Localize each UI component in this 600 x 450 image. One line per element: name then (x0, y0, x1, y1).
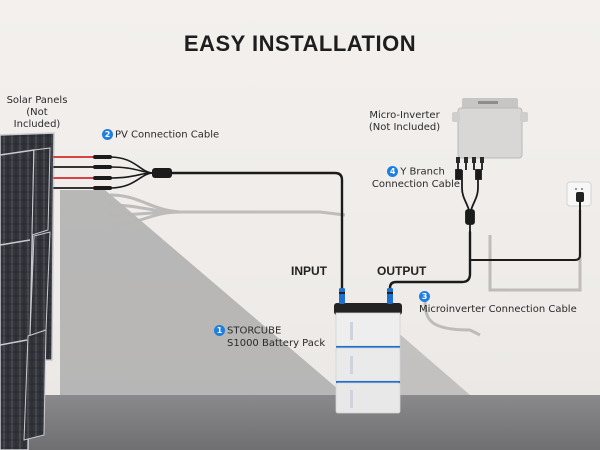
solar-panels-label-line1: Solar Panels (6, 95, 68, 106)
wall-shadow (60, 190, 345, 395)
solar-panels-label: Solar Panels (Not Included) (2, 95, 72, 131)
microinverter-connection-cable (388, 230, 472, 302)
microinverter-cable-label-text: Microinverter Connection Cable (419, 303, 577, 315)
step-badge-1: 1 (214, 325, 225, 336)
micro-inverter-label: Micro-Inverter (Not Included) (362, 110, 447, 134)
battery-label-line1: STORCUBE (227, 325, 282, 337)
floor (0, 395, 600, 450)
step-badge-4: 4 (387, 166, 399, 177)
wall-outlet (470, 181, 592, 261)
step-badge-3: 3 (419, 291, 430, 302)
micro-inverter-label-line1: Micro-Inverter (369, 110, 440, 121)
battery-label-line2: S1000 Battery Pack (227, 337, 326, 349)
solar-panels (0, 132, 55, 450)
y-branch-label-line1: Y Branch (400, 166, 445, 178)
input-label: INPUT (291, 264, 327, 278)
output-label: OUTPUT (377, 264, 427, 278)
y-branch-cable (455, 160, 483, 232)
solar-panels-label-line2: (Not Included) (13, 107, 61, 130)
microinverter-cable-label: 3 Microinverter Connection Cable (419, 291, 577, 316)
page-title: EASY INSTALLATION (183, 31, 417, 56)
step-badge-2: 2 (102, 129, 113, 140)
battery-shadow (395, 330, 470, 395)
pv-cable-label-text: PV Connection Cable (115, 129, 220, 141)
pv-connection-cable (53, 155, 344, 302)
y-branch-label-line2: Connection Cable (371, 178, 461, 190)
micro-inverter (452, 98, 528, 163)
battery-pack (334, 288, 402, 414)
micro-inverter-label-line2: (Not Included) (368, 122, 441, 133)
